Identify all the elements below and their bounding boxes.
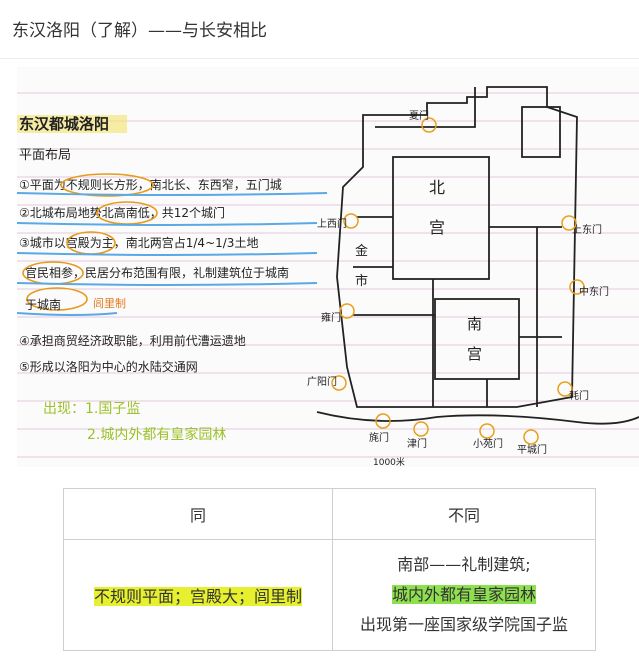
map-scale: 1000米 (373, 456, 405, 467)
gate-pingcheng: 平城门 (517, 443, 547, 456)
diff-line-1: 南部——礼制建筑; (397, 555, 531, 574)
note-annot-lvlizhi: 闾里制 (93, 296, 126, 310)
map-south-palace-1: 南 (467, 315, 482, 333)
table-header-row: 同 不同 (63, 488, 596, 540)
table-row: 不规则平面；宫殿大；闾里制 南部——礼制建筑; 城内外都有皇家园林 出现第一座国… (63, 539, 596, 651)
comparison-table: 同 不同 不规则平面；宫殿大；闾里制 南部——礼制建筑; 城内外都有皇家园林 出… (63, 488, 596, 651)
note-svg: 东汉都城洛阳 平面布局 ①平面为不规则长方形，南北长、东西窄，五门城 ②北城布局… (17, 67, 639, 467)
note-item-1: ①平面为不规则长方形，南北长、东西窄，五门城 (19, 177, 282, 192)
header-different: 不同 (332, 488, 596, 540)
diff-line-2: 城内外都有皇家园林 (391, 585, 536, 604)
diff-line-3: 出现第一座国家级学院国子监 (359, 615, 568, 634)
page-title: 东汉洛阳（了解）——与长安相比 (12, 21, 267, 41)
gate-zhongdong: 中东门 (579, 285, 609, 298)
cell-different: 南部——礼制建筑; 城内外都有皇家园林 出现第一座国家级学院国子监 (332, 539, 596, 651)
note-item-6: ⑤形成以洛阳为中心的水陆交通网 (19, 359, 198, 374)
gate-yong: 雍门 (321, 311, 341, 324)
handwritten-note-image: 东汉都城洛阳 平面布局 ①平面为不规则长方形，南北长、东西窄，五门城 ②北城布局… (17, 67, 639, 467)
note-green-1: 出现：1.国子监 (43, 401, 140, 417)
svg-text:于城南: 于城南 (25, 297, 61, 312)
gate-xiaoyuan: 小苑门 (473, 437, 503, 450)
note-item-4: 官民相参，民居分布范围有限，礼制建筑位于城南 (25, 265, 289, 280)
gate-jin: 津门 (407, 437, 427, 450)
same-text: 不规则平面；宫殿大；闾里制 (93, 587, 302, 606)
gate-shangxi: 上西门 (317, 217, 347, 230)
gate-mao: 旄门 (369, 431, 389, 444)
map-south-palace-2: 宫 (467, 345, 482, 363)
gate-guangyang: 广阳门 (307, 375, 337, 388)
title-divider (0, 58, 639, 59)
note-item-2: ②北城布局地势北高南低，共12个城门 (19, 205, 225, 220)
note-subheading: 平面布局 (19, 148, 71, 163)
map-north-palace-2: 宫 (429, 218, 445, 237)
cell-same: 不规则平面；宫殿大；闾里制 (63, 539, 333, 651)
note-green-2: 2.城内外都有皇家园林 (87, 426, 226, 443)
map-market-1: 金 (355, 243, 368, 259)
city-map (316, 86, 639, 425)
gate-hao: 耗门 (569, 389, 589, 402)
note-item-5: ④承担商贸经济政职能，利用前代漕运遗地 (19, 333, 246, 348)
map-north-palace-1: 北 (429, 178, 445, 197)
header-same: 同 (63, 488, 333, 540)
map-market-2: 市 (355, 273, 368, 289)
gate-shangdong: 上东门 (572, 223, 602, 236)
note-item-3: ③城市以宫殿为主，南北两宫占1/4~1/3土地 (19, 235, 258, 250)
note-heading: 东汉都城洛阳 (19, 115, 109, 133)
gate-xia: 夏门 (409, 109, 429, 122)
